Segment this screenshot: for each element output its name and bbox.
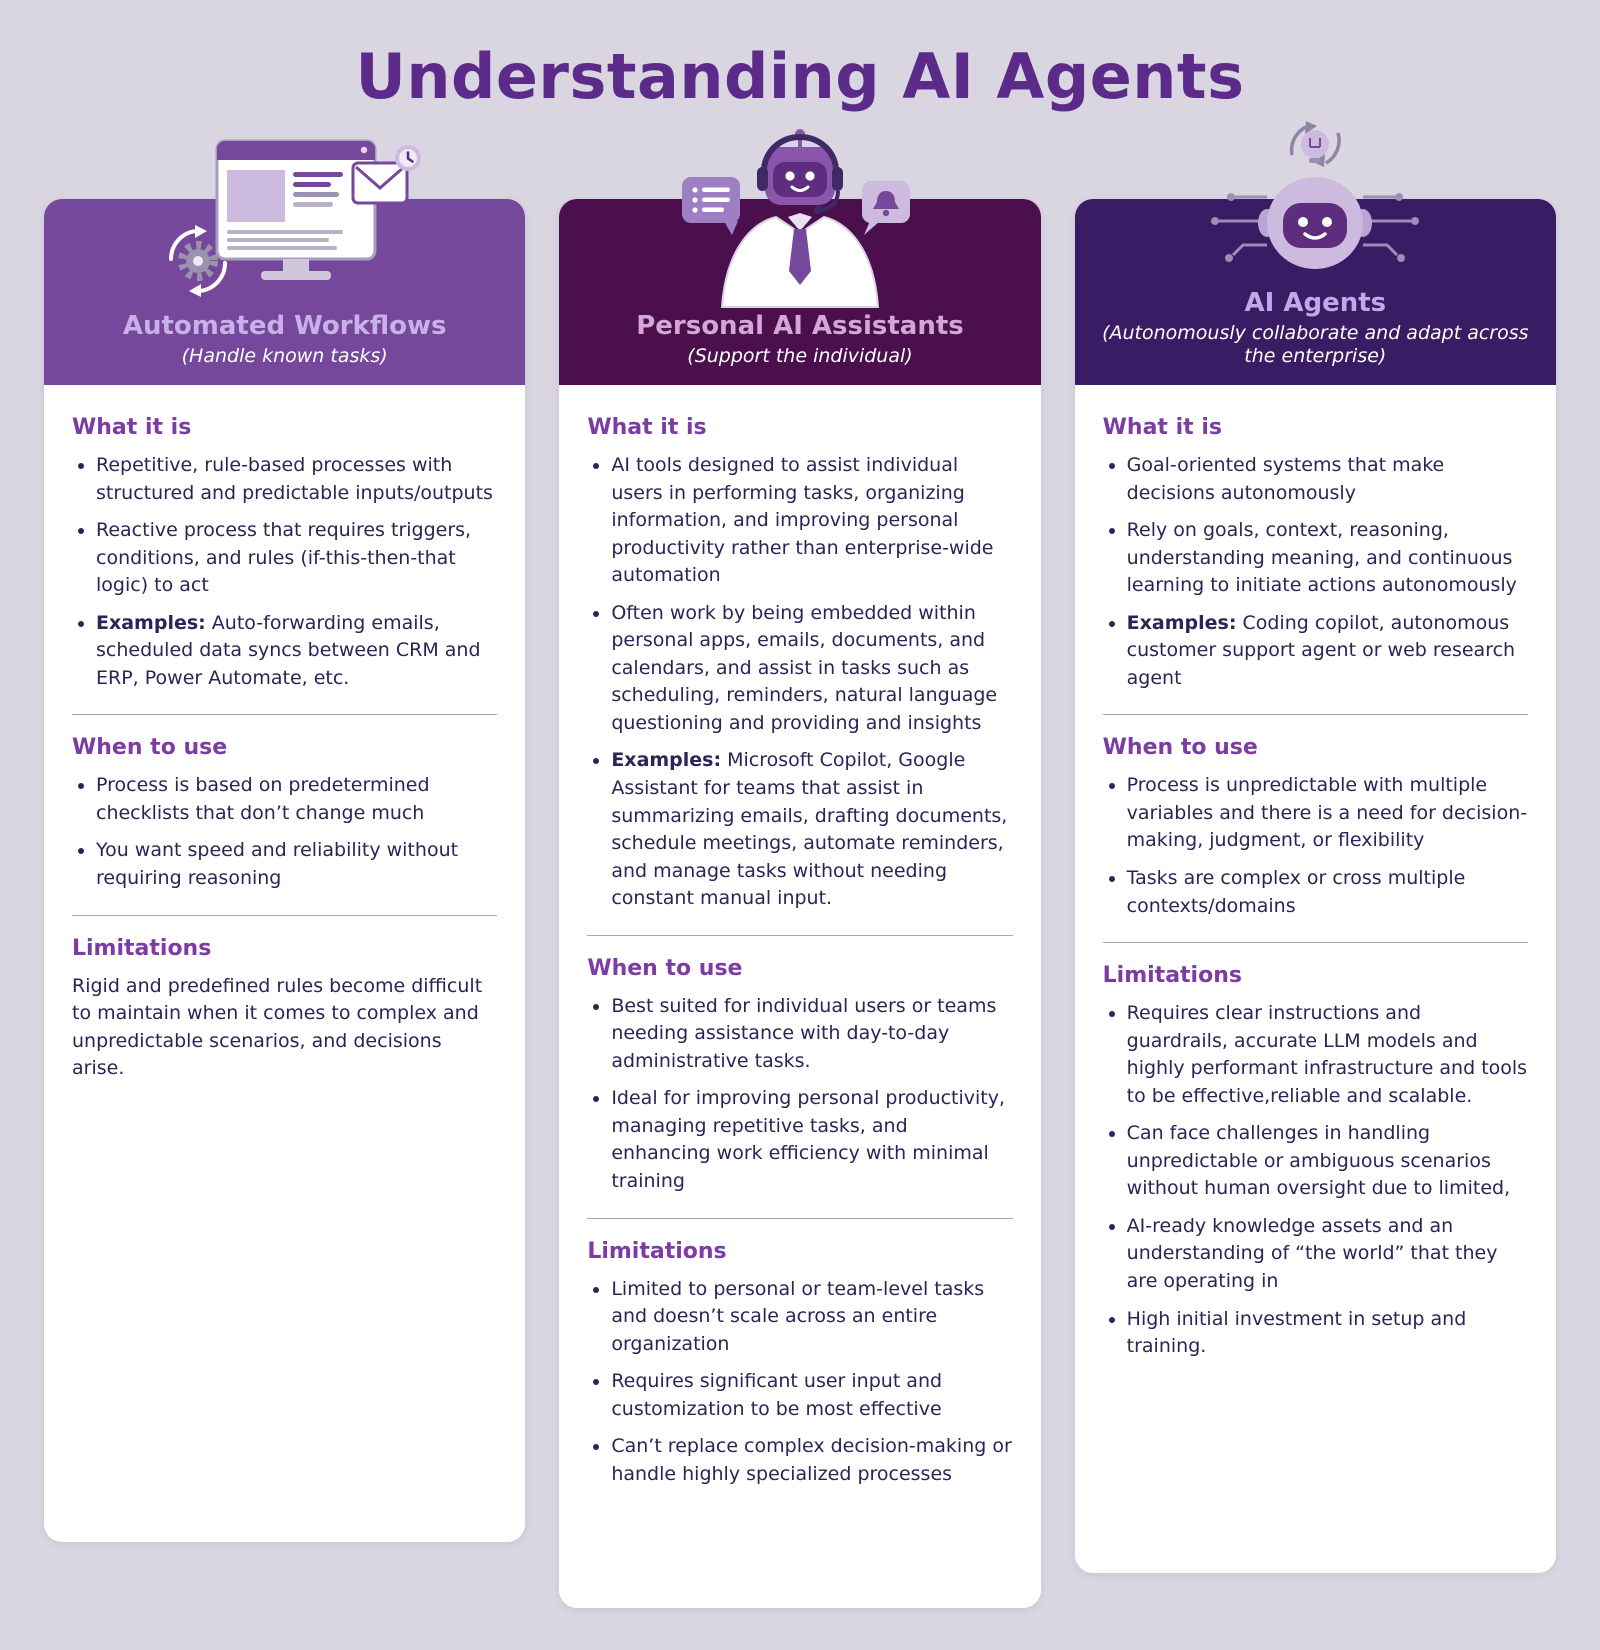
column-personal-ai-assistants: Personal AI Assistants (Support the indi…	[559, 129, 1041, 1608]
column-subtitle: (Support the individual)	[687, 345, 913, 368]
bullet-item: Can’t replace complex decision-making or…	[611, 1433, 1012, 1488]
examples-label: Examples:	[96, 611, 206, 634]
columns-container: Automated Workflows (Handle known tasks)…	[44, 121, 1556, 1608]
card-body: What it is Repetitive, rule-based proces…	[44, 385, 526, 1542]
bullet-list: Limited to personal or team-level tasks …	[587, 1276, 1012, 1489]
section-heading-what-it-is: What it is	[1102, 415, 1222, 440]
limitations-paragraph: Rigid and predefined rules become diffic…	[72, 974, 483, 1080]
bullet-list: Requires clear instructions and guardrai…	[1103, 1000, 1528, 1361]
bullet-text: Auto-forwarding emails, scheduled data s…	[96, 611, 481, 689]
bullet-item: AI-ready knowledge assets and an underst…	[1127, 1213, 1528, 1296]
bullet-text: Coding copilot, autonomous customer supp…	[1126, 611, 1516, 689]
bullet-text: Ideal for improving personal productivit…	[611, 1087, 1006, 1193]
bullet-text: Process is unpredictable with multiple v…	[1126, 774, 1528, 852]
column-ai-agents: AI Agents (Autonomously collaborate and …	[1074, 121, 1556, 1573]
bullet-list: Best suited for individual users or team…	[587, 993, 1012, 1196]
bullet-text: High initial investment in setup and tra…	[1126, 1307, 1467, 1358]
bullet-text: Reactive process that requires triggers,…	[96, 519, 472, 597]
bullet-item: Repetitive, rule-based processes with st…	[96, 452, 497, 507]
bullet-item: Process is unpredictable with multiple v…	[1127, 772, 1528, 855]
bullet-item: Ideal for improving personal productivit…	[611, 1085, 1012, 1195]
column-title: AI Agents	[1244, 287, 1387, 318]
bullet-item: Often work by being embedded within pers…	[611, 600, 1012, 738]
bullet-text: Requires significant user input and cust…	[611, 1370, 943, 1420]
bullet-text: Requires clear instructions and guardrai…	[1126, 1002, 1528, 1107]
section-divider	[1102, 714, 1528, 716]
bullet-item: Can face challenges in handling unpredic…	[1127, 1120, 1528, 1203]
section-heading-what-it-is: What it is	[587, 415, 707, 440]
column-subtitle: (Handle known tasks)	[181, 345, 388, 368]
bullet-item: You want speed and reliability without r…	[96, 837, 497, 892]
column-automated-workflows: Automated Workflows (Handle known tasks)…	[44, 139, 526, 1542]
bullet-item: Examples: Microsoft Copilot, Google Assi…	[611, 747, 1012, 912]
bullet-text: Often work by being embedded within pers…	[611, 601, 998, 734]
bullet-list: Repetitive, rule-based processes with st…	[72, 452, 497, 692]
section-heading-what-it-is: What it is	[72, 415, 192, 440]
bullet-item: High initial investment in setup and tra…	[1127, 1306, 1528, 1361]
bullet-item: Process is based on predetermined checkl…	[96, 772, 497, 827]
bullet-item: Goal-oriented systems that make decision…	[1127, 452, 1528, 507]
bullet-item: Limited to personal or team-level tasks …	[611, 1276, 1012, 1359]
bullet-text: Rely on goals, context, reasoning, under…	[1126, 519, 1517, 597]
card-header: AI Agents (Autonomously collaborate and …	[1074, 121, 1556, 385]
assistant-headset-icon	[680, 121, 920, 311]
bullet-item: Tasks are complex or cross multiple cont…	[1127, 865, 1528, 920]
card-body: What it is Goal-oriented systems that ma…	[1074, 385, 1556, 1573]
section-divider	[587, 934, 1013, 936]
bullet-item: Examples: Auto-forwarding emails, schedu…	[96, 610, 497, 693]
bullet-text: Best suited for individual users or team…	[611, 994, 997, 1072]
bullet-text: AI tools designed to assist individual u…	[611, 454, 994, 587]
bullet-item: Rely on goals, context, reasoning, under…	[1127, 517, 1528, 600]
bullet-list: Goal-oriented systems that make decision…	[1103, 452, 1528, 692]
bullet-list: Process is unpredictable with multiple v…	[1103, 772, 1528, 920]
section-divider	[1102, 942, 1528, 944]
bullet-item: Requires clear instructions and guardrai…	[1127, 1000, 1528, 1110]
bullet-text: You want speed and reliability without r…	[96, 839, 459, 890]
bullet-text: Can face challenges in handling unpredic…	[1126, 1122, 1511, 1200]
examples-label: Examples:	[1126, 611, 1237, 634]
workflow-monitor-icon	[145, 133, 425, 309]
examples-label: Examples:	[611, 749, 722, 772]
page-title: Understanding AI Agents	[355, 40, 1245, 113]
bullet-item: Examples: Coding copilot, autonomous cus…	[1127, 610, 1528, 693]
bullet-list: AI tools designed to assist individual u…	[587, 452, 1012, 913]
bullet-text: Process is based on predetermined checkl…	[96, 774, 430, 824]
bullet-text: Tasks are complex or cross multiple cont…	[1126, 867, 1466, 917]
section-divider	[72, 914, 498, 916]
section-heading-limitations: Limitations	[1102, 963, 1242, 989]
bullet-text: Goal-oriented systems that make decision…	[1126, 454, 1445, 504]
bullet-text: AI-ready knowledge assets and an underst…	[1126, 1214, 1498, 1293]
bullet-item: Reactive process that requires triggers,…	[96, 517, 497, 600]
column-subtitle: (Autonomously collaborate and adapt acro…	[1102, 321, 1529, 368]
bullet-text: Limited to personal or team-level tasks …	[611, 1277, 985, 1355]
bullet-text: Can’t replace complex decision-making or…	[611, 1435, 1012, 1485]
ai-robot-network-icon	[1195, 119, 1435, 291]
section-divider	[587, 1217, 1013, 1219]
section-heading-limitations: Limitations	[587, 1238, 727, 1264]
section-heading-when-to-use: When to use	[1102, 735, 1258, 761]
card-header: Automated Workflows (Handle known tasks)	[44, 139, 526, 385]
section-heading-when-to-use: When to use	[587, 955, 743, 981]
section-divider	[72, 714, 498, 716]
bullet-text: Repetitive, rule-based processes with st…	[96, 454, 493, 504]
bullet-item: AI tools designed to assist individual u…	[611, 452, 1012, 590]
bullet-list: Process is based on predetermined checkl…	[72, 772, 497, 892]
section-heading-when-to-use: When to use	[72, 735, 228, 761]
card-body: What it is AI tools designed to assist i…	[559, 385, 1041, 1608]
column-title: Personal AI Assistants	[636, 311, 964, 342]
bullet-item: Best suited for individual users or team…	[611, 993, 1012, 1076]
bullet-text: Microsoft Copilot, Google Assistant for …	[611, 749, 1008, 910]
card-header: Personal AI Assistants (Support the indi…	[559, 129, 1041, 385]
section-heading-limitations: Limitations	[72, 935, 212, 961]
bullet-item: Requires significant user input and cust…	[611, 1368, 1012, 1423]
column-title: Automated Workflows	[122, 311, 447, 342]
